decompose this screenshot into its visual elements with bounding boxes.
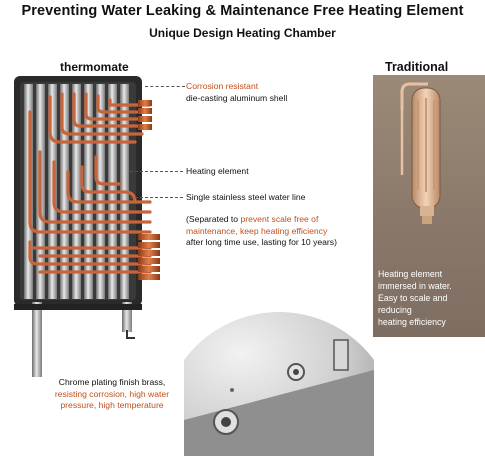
page-title: Preventing Water Leaking & Maintenance F… <box>21 3 464 19</box>
chrome-highlight-1: resisting corrosion, high water <box>54 388 170 399</box>
traditional-note-line4: reducing <box>378 305 412 315</box>
water-line-callout: Single stainless steel water line <box>186 192 306 202</box>
page-subtitle: Unique Design Heating Chamber <box>149 26 336 40</box>
traditional-label: Traditional <box>385 60 449 74</box>
inlet-pipe <box>32 302 42 377</box>
brass-fitting-right <box>333 339 349 371</box>
thermomate-label: thermomate <box>60 60 129 74</box>
corrosion-text: die-casting aluminum shell <box>186 92 288 103</box>
traditional-note-line2: immersed in water. <box>378 281 452 291</box>
chrome-highlight-2: pressure, high temperature <box>60 400 164 410</box>
copper-terminals <box>138 100 160 280</box>
scale-free-callout: (Separated to prevent scale free of main… <box>186 214 337 249</box>
traditional-heating-element <box>400 82 441 224</box>
traditional-note: Heating element immersed in water. Easy … <box>378 268 482 328</box>
scale-free-highlight-2: maintenance, keep heating efficiency <box>186 225 328 236</box>
traditional-note-line5: heating efficiency <box>378 317 446 327</box>
leader-heating-element <box>130 171 183 172</box>
heating-element-callout: Heating element <box>186 166 249 176</box>
chrome-callout: Chrome plating finish brass, resisting c… <box>36 377 188 412</box>
scale-free-text-3: after long time use, lasting for 10 year… <box>186 237 337 247</box>
outlet-pipe <box>122 302 132 332</box>
traditional-note-line3: Easy to scale and <box>378 293 448 303</box>
chrome-text: Chrome plating finish brass, <box>58 377 166 387</box>
leader-corrosion <box>145 86 185 87</box>
copper-heating-element <box>28 92 152 274</box>
corrosion-callout: Corrosion resistant die-casting aluminum… <box>186 81 287 104</box>
corrosion-highlight: Corrosion resistant <box>186 81 259 91</box>
scale-free-highlight-1: prevent scale free of <box>240 214 319 224</box>
traditional-note-line1: Heating element <box>378 269 443 279</box>
heater-unit-photo <box>184 312 374 456</box>
heating-chamber-illustration <box>14 76 160 377</box>
scale-free-text-1: (Separated to <box>186 214 241 224</box>
leader-water-line <box>130 197 183 198</box>
